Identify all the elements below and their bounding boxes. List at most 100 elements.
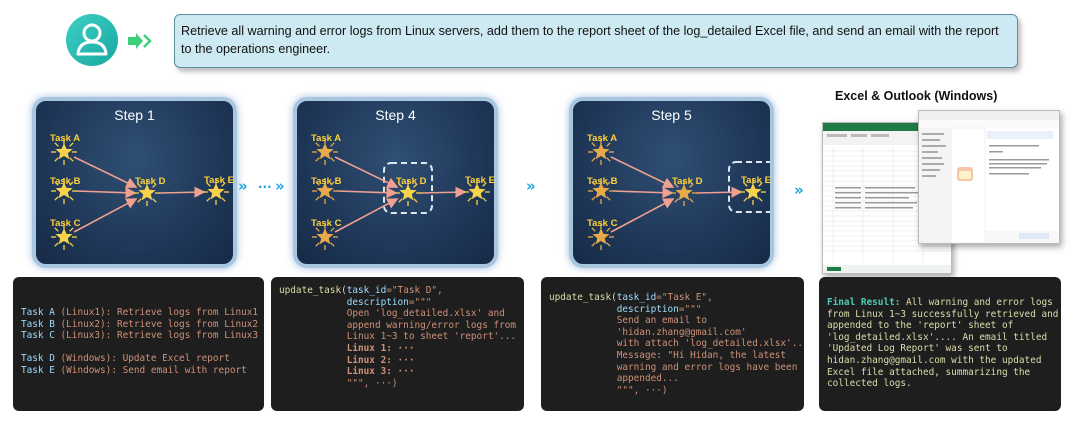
code-token: warning and error logs have been [549,361,798,373]
dag-graph [312,139,490,250]
step-title: Step 1 [114,107,155,123]
star-icon [395,180,421,206]
step-title: Step 4 [375,107,416,123]
star-icon [51,139,77,165]
double-chevron-icon: » [238,177,248,195]
dependency-arrow [336,187,398,199]
code-line: """, ···) [549,385,796,397]
excel-outlook-title: Excel & Outlook (Windows) [835,89,998,103]
code-line: Task D (Windows): Update Excel report [21,353,256,365]
code-token: Task B [21,318,61,330]
task-node-label: Task E [465,175,495,186]
code-line: Excel file attached, summarizing the [827,367,1053,379]
code-token: Task D [21,353,61,365]
code-token: hidan.zhang@gmail.com with the updated [827,354,1042,366]
code-line: Linux 2: ··· [279,355,516,367]
code-token: (Linux1): Retrieve logs from Linux1 [60,307,259,318]
code-line: Message: "Hi Hidan, the latest [549,350,796,362]
code-line: update_task(task_id="Task D", [279,285,516,297]
code-line: """, ···) [279,378,516,390]
code-token: collected logs. [827,378,912,390]
code-token: appended to the 'report' sheet of [827,320,1014,332]
code-token [279,366,347,377]
dag-graph [51,139,229,250]
code-token: description [346,296,409,308]
code-token: Linux 3: ··· [346,366,415,378]
code-line: warning and error logs have been [549,361,798,374]
code-token: appended... [549,373,679,385]
code-line: 'log_detailed.xlsx'.... An email titled [827,332,1053,344]
update-task-e-panel: update_task(task_id="Task E", descriptio… [541,277,804,411]
star-icon [203,179,229,205]
dependency-arrow [695,186,743,198]
code-line: with attach 'log_detailed.xlsx'... [549,338,804,350]
code-line: Linux 1: ··· [279,343,516,355]
code-token: Task E [21,364,61,376]
task-node-label: Task B [587,176,618,187]
code-token: Linux 1: ··· [346,342,415,354]
dependency-arrow [73,156,138,188]
code-token: task_id [616,292,657,303]
code-token: ="Task E", [656,292,713,303]
dependency-arrow [75,187,137,199]
code-token: 'Updated Log Report' was sent to [827,343,1008,355]
user-avatar-icon [66,14,118,66]
task-node-label: Task B [311,176,342,187]
code-token: ( [341,285,347,296]
task-instruction: Retrieve all warning and error logs from… [174,14,1018,68]
code-token: =""" [408,296,432,308]
task-node-label: Task C [50,218,81,229]
code-token: from Linux 1~3 successfully retrieved an… [827,308,1059,320]
task-node-label: Task C [587,218,618,229]
code-token: 'log_detailed.xlsx'.... An email titled [827,331,1048,343]
double-chevron-icon: » [526,177,536,195]
dependency-arrow [610,198,675,233]
code-token: =""" [678,303,702,315]
code-token [279,343,347,354]
code-token: """, ···) [549,384,668,396]
code-token: """, ···) [279,377,398,389]
star-icon [588,224,614,250]
code-token: Excel file attached, summarizing the [827,366,1031,378]
double-arrow-right-icon [128,33,156,53]
current-task-highlight [728,161,770,213]
code-line: from Linux 1~3 successfully retrieved an… [827,309,1058,321]
code-line: update_task(task_id="Task E", [549,292,796,304]
star-icon [312,139,338,165]
code-token: Final Result: [827,297,901,308]
code-line: append warning/error logs from [279,320,516,332]
code-line: appended to the 'report' sheet of [827,320,1053,332]
code-token: (Windows): Send email with report [60,364,247,376]
code-token: with attach 'log_detailed.xlsx'... [549,338,804,350]
update-task-d-panel: update_task(task_id="Task D", descriptio… [271,277,524,411]
star-icon [51,178,77,204]
task-node-label: Task A [50,133,81,144]
code-token: (Linux2): Retrieve logs from Linux2 [60,318,259,330]
task-node-label: Task D [396,176,427,187]
task-node-label: Task E [741,175,771,186]
task-node-label: Task D [135,176,166,187]
code-token: Task C [21,330,61,342]
task-node-label: Task D [672,176,703,187]
task-node-label: Task A [311,133,342,144]
code-token: append warning/error logs from [279,319,517,331]
code-token: (Linux3): Retrieve logs from Linux3 [60,330,259,342]
star-icon [671,180,697,206]
code-line: Task B (Linux2): Retrieve logs from Linu… [21,318,259,331]
code-line: Final Result: All warning and error logs [827,297,1053,309]
code-token: 'hidan.zhang@gmail.com' [549,326,747,338]
star-icon [51,224,77,250]
double-chevron-icon: » [275,177,285,195]
code-token: Send an email to [549,315,708,327]
code-token: ="Task D", [386,285,443,296]
code-token: All warning and error logs [900,297,1053,308]
outlook-window-screenshot [918,110,1060,244]
code-token: update_task [279,285,342,296]
task-node-label: Task A [587,133,618,144]
code-line: collected logs. [827,378,1053,390]
final-result-panel: Final Result: All warning and error logs… [819,277,1061,411]
code-line: hidan.zhang@gmail.com with the updated [827,355,1053,367]
